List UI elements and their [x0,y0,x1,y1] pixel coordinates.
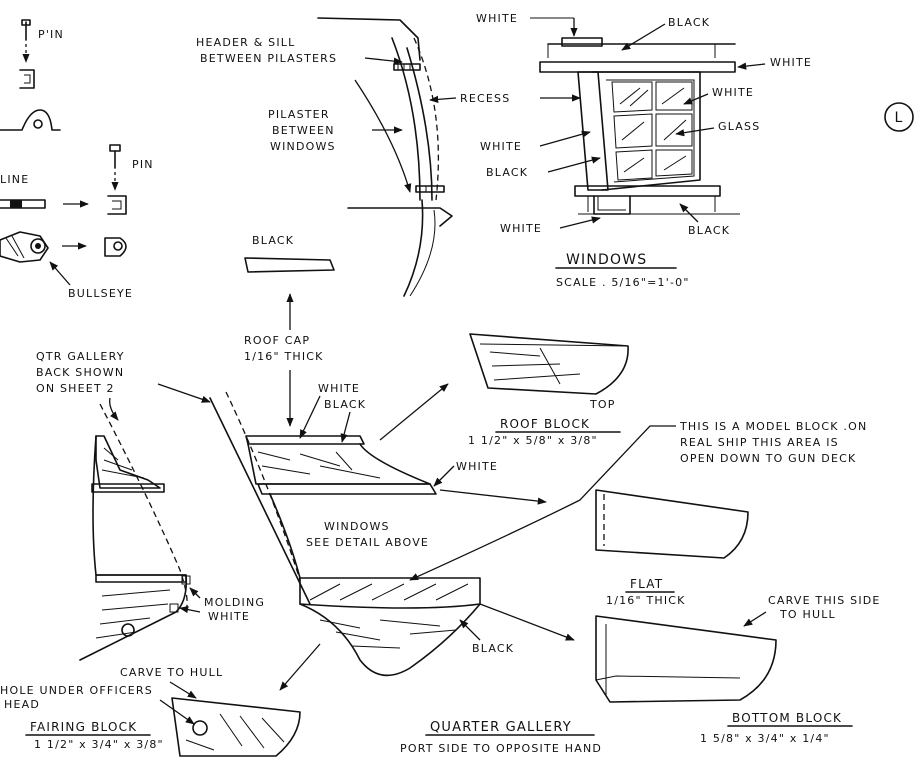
header-sill-label-1: HEADER & SILL [196,36,295,49]
pin-mid-label: PIN [132,158,154,171]
window-white-right-label: WHITE [770,56,812,69]
roof-cap-label-2: 1/16" THICK [244,350,324,363]
windows-detail: WHITE BLACK WHITE [476,12,812,289]
white-mid-label: WHITE [456,460,498,473]
window-glass-label: GLASS [718,120,760,133]
strap-icon [107,195,127,215]
header-sill-label-2: BETWEEN PILASTERS [200,52,337,65]
quarter-gallery-subtitle: PORT SIDE TO OPPOSITE HAND [400,742,602,755]
roof-block-title: ROOF BLOCK [500,417,590,431]
roof-block-top-label: TOP [589,398,616,411]
molding-label-1: MOLDING [204,596,265,609]
stern-profile [317,17,421,61]
fairing-block-detail: CARVE TO HULL HOLE UNDER OFFICERS HEAD F… [0,666,301,757]
model-note-3: OPEN DOWN TO GUN DECK [680,452,856,465]
fairing-block-size: 1 1/2" x 3/4" x 3/8" [34,738,164,751]
bottom-block-detail: CARVE THIS SIDE TO HULL BOTTOM BLOCK 1 5… [595,594,881,745]
flat-title: FLAT [630,577,663,591]
window-white-top-label: WHITE [476,12,518,25]
recess-label: RECESS [460,92,510,105]
flat-piece [595,489,749,559]
gallery-front-view: WINDOWS SEE DETAIL ABOVE WHITE BLACK WHI… [209,382,575,691]
bottom-block-size: 1 5/8" x 3/4" x 1/4" [700,732,830,745]
window-black-bottom-label: BLACK [688,224,730,237]
window-black-top-label: BLACK [668,16,710,29]
window-white-bottom-label: WHITE [500,222,542,235]
bottom-block-title: BOTTOM BLOCK [732,711,842,725]
strap-icon [19,69,35,89]
bullseye-icon [0,231,49,263]
flat-size: 1/16" THICK [606,594,686,607]
windows-see-label-1: WINDOWS [324,520,390,533]
black-bottom-label: BLACK [472,642,514,655]
carve-side-label-1: CARVE THIS SIDE [768,594,881,607]
gallery-side-view: MOLDING WHITE [79,403,265,661]
window-black-left-label: BLACK [486,166,528,179]
windows-see-label-2: SEE DETAIL ABOVE [306,536,429,549]
roof-block-detail: TOP ROOF BLOCK 1 1/2" x 5/8" x 3/8" [468,333,629,447]
window-white-left-label: WHITE [480,140,522,153]
roof-block-size: 1 1/2" x 5/8" x 3/8" [468,434,598,447]
sheet-marker-letter: L [895,110,904,126]
qtr-gallery-label-1: QTR GALLERY [36,350,125,363]
bottom-block-shape [595,615,777,703]
bullseye-label: BULLSEYE [68,287,133,300]
model-note-2: REAL SHIP THIS AREA IS [680,436,839,449]
fairing-block-shape [171,697,301,757]
roof-cap-piece [244,257,335,273]
main-title-block: QUARTER GALLERY PORT SIDE TO OPPOSITE HA… [400,720,602,755]
pin-top-label: P'IN [38,28,64,41]
pilaster-label-3: WINDOWS [270,140,336,153]
pilaster-label-1: PILASTER [268,108,330,121]
pilaster-section: HEADER & SILL BETWEEN PILASTERS PILASTER… [196,17,581,297]
hole-icon [192,720,208,736]
header-molding [257,483,437,495]
fairing-block-title: FAIRING BLOCK [30,720,137,734]
roof-block-shape [469,333,629,395]
roof-cap-label-1: ROOF CAP [244,334,310,347]
line-label: LINE [0,173,29,186]
black-label: BLACK [324,398,366,411]
eye-plate-icon [0,109,61,131]
quarter-gallery-title: QUARTER GALLERY [430,720,572,735]
qtr-gallery-note: QTR GALLERY BACK SHOWN ON SHEET 2 [36,350,211,421]
deadeye-icon [104,237,127,257]
carve-hull-label: CARVE TO HULL [120,666,223,679]
molding-label-2: WHITE [208,610,250,623]
window-glass-panes [611,81,693,181]
roof-cap-black-label: BLACK [252,234,294,247]
roof-cap-strip [245,435,365,445]
roof-cap-detail: BLACK ROOF CAP 1/16" THICK [244,234,335,427]
model-block-note: THIS IS A MODEL BLOCK .ON REAL SHIP THIS… [409,420,867,581]
windows-title: WINDOWS [566,252,647,268]
hole-label-1: HOLE UNDER OFFICERS [0,684,153,697]
model-note-1: THIS IS A MODEL BLOCK .ON [679,420,867,433]
rope-line [0,199,46,209]
carve-side-label-2: TO HULL [779,608,836,621]
flat-detail: FLAT 1/16" THICK [595,489,749,607]
qtr-gallery-label-2: BACK SHOWN [36,366,124,379]
pilaster-label-2: BETWEEN [272,124,335,137]
sheet-marker: L [884,102,914,132]
windows-scale: SCALE . 5/16"=1'-0" [556,276,690,289]
hole-label-2: HEAD [4,698,40,711]
fittings-detail: P'IN LINE PIN BULLSEYE [0,19,154,300]
window-white-sash-label: WHITE [712,86,754,99]
white-label: WHITE [318,382,360,395]
qtr-gallery-label-3: ON SHEET 2 [36,382,115,395]
